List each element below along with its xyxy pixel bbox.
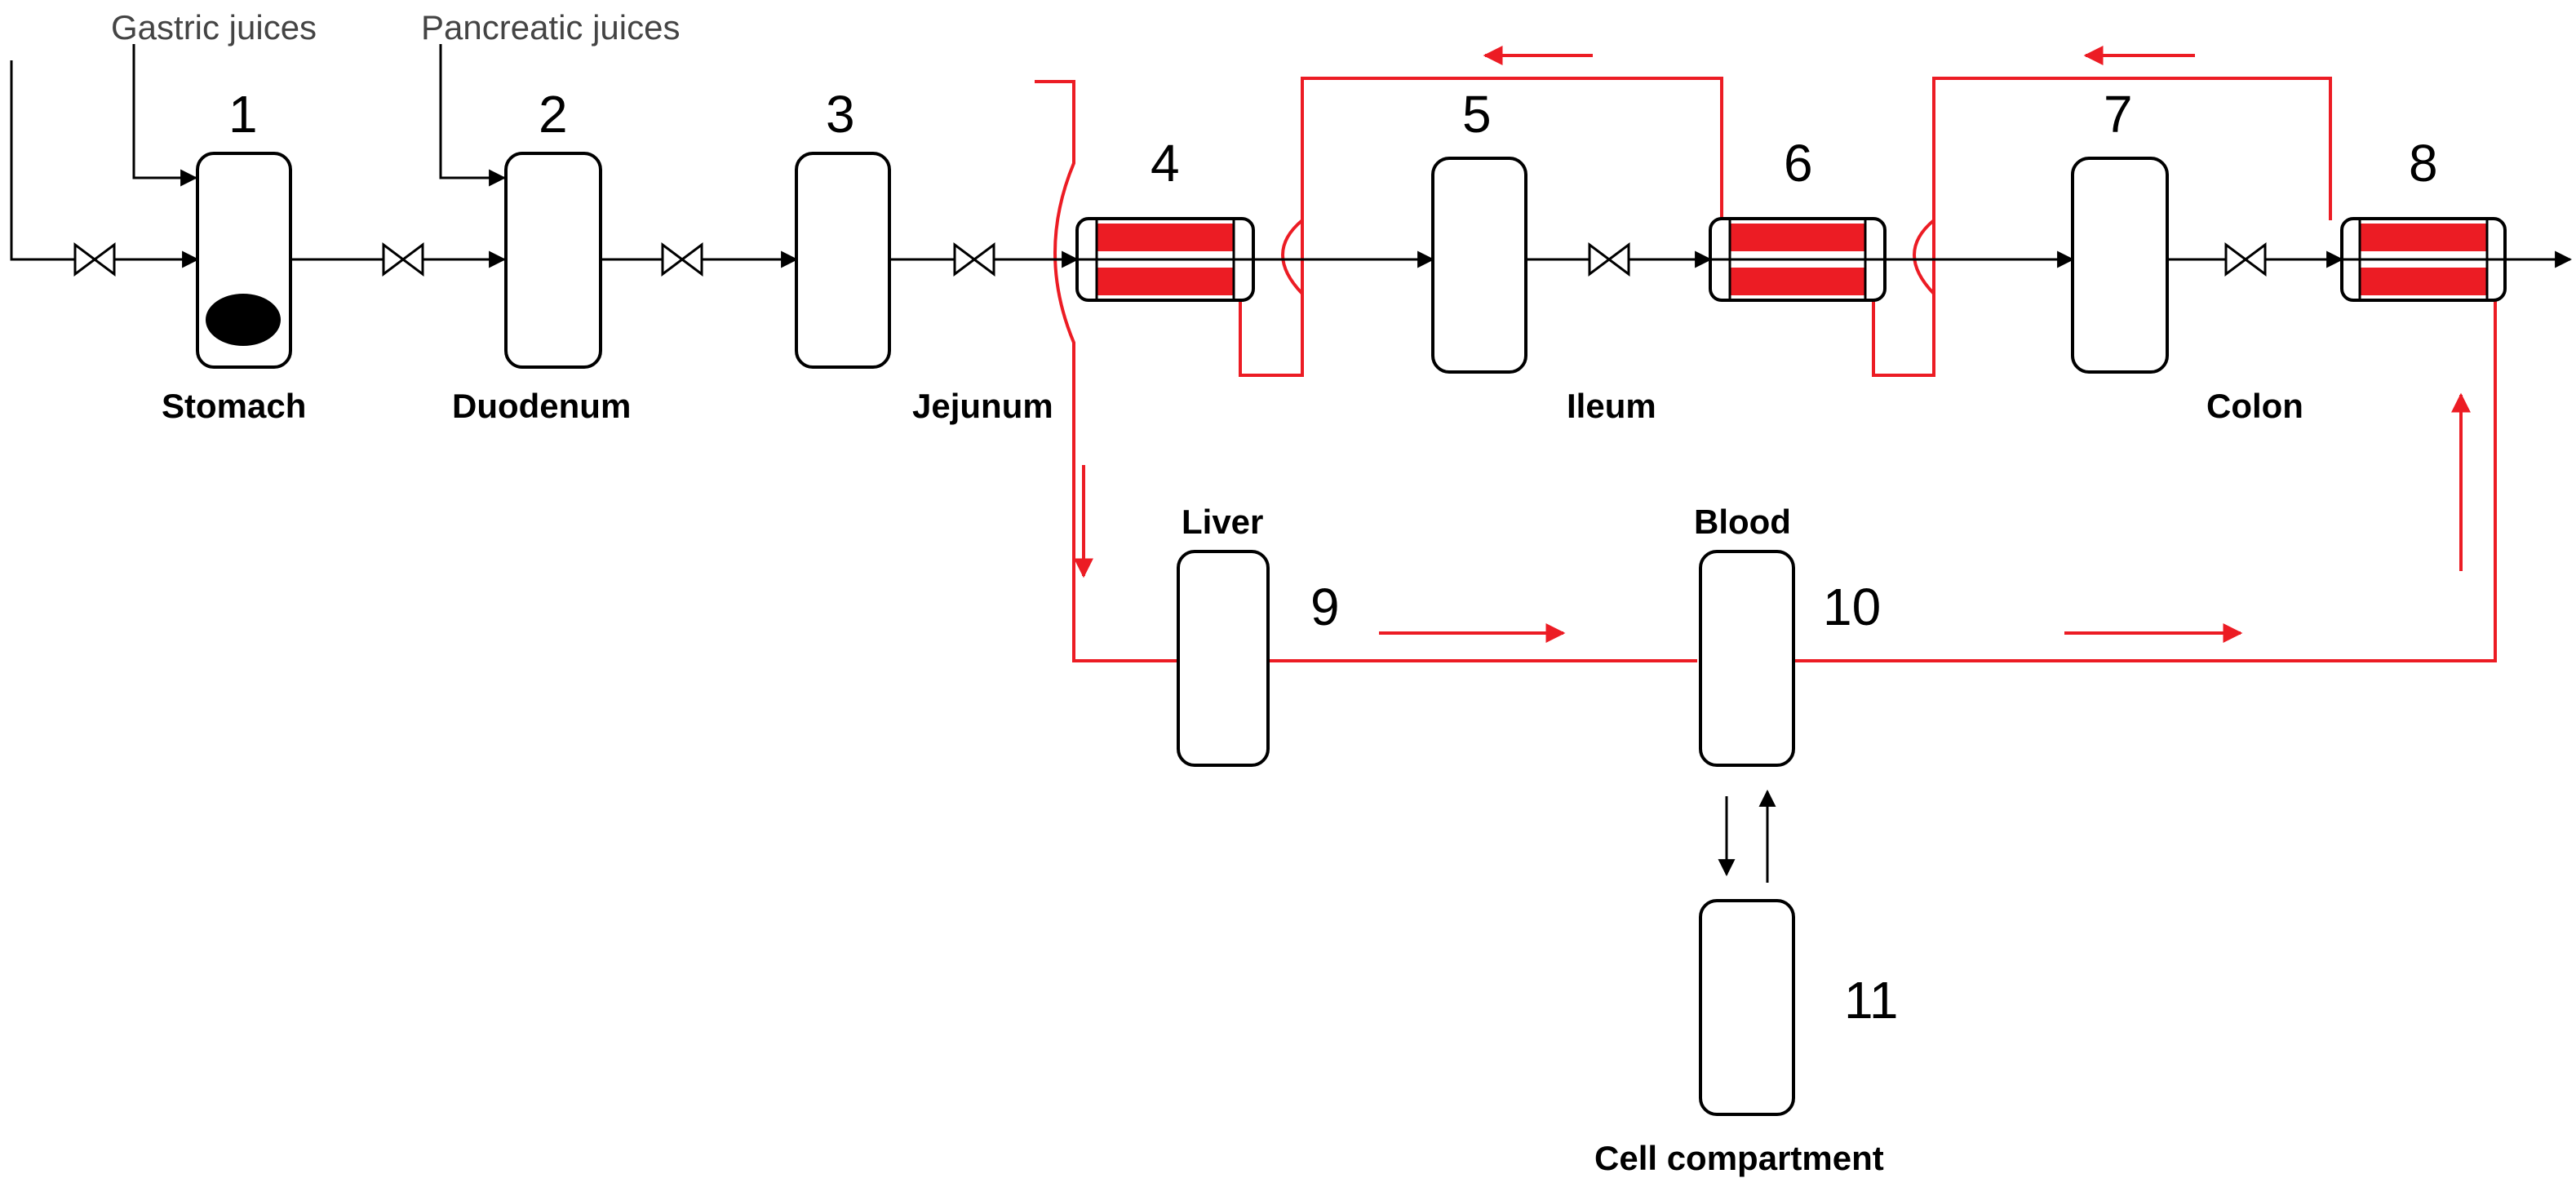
valve-3-4[interactable]: [953, 242, 995, 277]
gastric-juices-label: Gastric juices: [111, 8, 317, 47]
gastric-input-line: [132, 44, 198, 187]
membrane-module-8: [2340, 217, 2507, 302]
vessel-liver: [1177, 550, 1270, 767]
feed-line: [10, 60, 200, 268]
compartment-number-10: 10: [1823, 578, 1881, 636]
valve-5-6[interactable]: [1588, 242, 1630, 277]
circulation-loop-6-8: [1872, 77, 2332, 377]
stomach-content: [206, 294, 281, 346]
label-ileum: Ileum: [1567, 387, 1656, 425]
valves: [73, 242, 2267, 277]
valve-feed[interactable]: [73, 242, 116, 277]
vessel-cell-compartment: [1699, 899, 1795, 1116]
compartment-number-4: 4: [1151, 134, 1180, 193]
label-colon: Colon: [2206, 387, 2303, 425]
valve-7-8[interactable]: [2224, 242, 2267, 277]
pancreatic-juices-label: Pancreatic juices: [421, 8, 680, 47]
compartment-names: Stomach Duodenum Jejunum Ileum Colon Liv…: [162, 387, 2303, 1177]
label-jejunum: Jejunum: [912, 387, 1053, 425]
label-stomach: Stomach: [162, 387, 306, 425]
valve-1-2[interactable]: [382, 242, 424, 277]
compartment-number-6: 6: [1784, 134, 1813, 193]
vessel-blood: [1699, 550, 1795, 767]
vessel-7: [2071, 157, 2169, 374]
vessel-3: [795, 152, 891, 369]
vessels: [196, 152, 2507, 1116]
membrane-module-4: [1075, 217, 1255, 302]
pancreatic-input-line: [439, 44, 507, 187]
circulation-network: [1035, 46, 2497, 662]
compartment-number-5: 5: [1462, 85, 1492, 144]
compartment-number-11: 11: [1844, 971, 1898, 1030]
label-cell-compartment: Cell compartment: [1594, 1139, 1884, 1177]
compartment-number-3: 3: [826, 85, 855, 144]
vessel-duodenum: [504, 152, 602, 369]
circulation-line-jejunum: [1035, 80, 1178, 662]
valve-2-3[interactable]: [661, 242, 703, 277]
compartment-numbers: 1 2 3 4 5 6 7 8 9 10 11: [228, 85, 2438, 1030]
compartment-number-2: 2: [539, 85, 568, 144]
circulation-loop-4-6: [1239, 77, 1723, 377]
vessel-5: [1431, 157, 1527, 374]
label-liver: Liver: [1182, 503, 1263, 541]
circulation-line-blood-colon: [1795, 294, 2497, 662]
membrane-module-6: [1709, 217, 1887, 302]
main-flow: [10, 44, 2573, 883]
compartment-number-7: 7: [2104, 85, 2133, 144]
label-duodenum: Duodenum: [452, 387, 631, 425]
input-labels: Gastric juices Pancreatic juices: [111, 8, 680, 47]
compartment-number-8: 8: [2409, 134, 2438, 193]
compartment-number-9: 9: [1310, 578, 1340, 636]
compartment-number-1: 1: [228, 85, 258, 144]
label-blood: Blood: [1694, 503, 1791, 541]
